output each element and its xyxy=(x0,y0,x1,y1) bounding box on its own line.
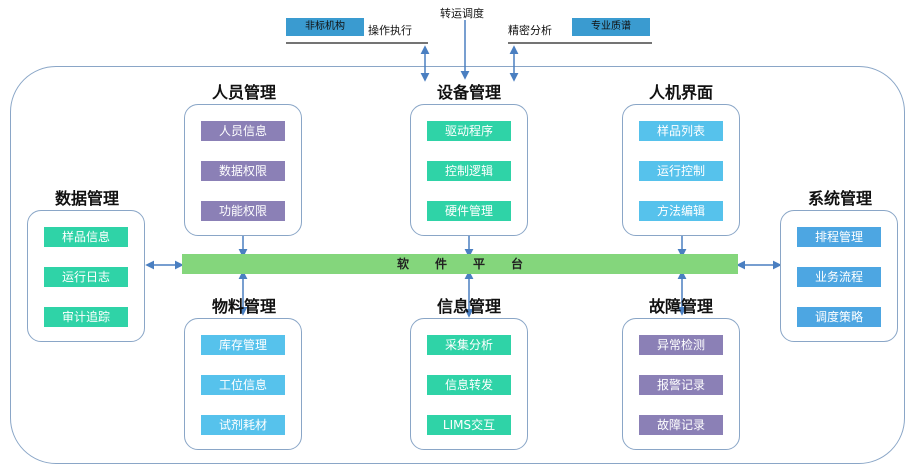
data-item: 审计追踪 xyxy=(44,307,128,327)
info-title: 信息管理 xyxy=(436,297,501,316)
info-module: 采集分析 信息转发 LIMS交互 xyxy=(410,318,528,450)
fault-item: 故障记录 xyxy=(639,415,723,435)
equipment-title: 设备管理 xyxy=(436,83,501,102)
nonstandard-mechanism-chip: 非标机构 xyxy=(286,18,364,36)
info-item: LIMS交互 xyxy=(427,415,511,435)
equipment-item: 驱动程序 xyxy=(427,121,511,141)
data-module: 样品信息 运行日志 审计追踪 xyxy=(27,210,145,342)
system-item: 调度策略 xyxy=(797,307,881,327)
hmi-module: 样品列表 运行控制 方法编辑 xyxy=(622,104,740,236)
data-item: 样品信息 xyxy=(44,227,128,247)
dispatch-label: 转运调度 xyxy=(440,7,484,20)
info-item: 信息转发 xyxy=(427,375,511,395)
system-item: 排程管理 xyxy=(797,227,881,247)
hmi-item: 运行控制 xyxy=(639,161,723,181)
data-item: 运行日志 xyxy=(44,267,128,287)
material-module: 库存管理 工位信息 试剂耗材 xyxy=(184,318,302,450)
operation-label: 操作执行 xyxy=(368,24,412,37)
system-item: 业务流程 xyxy=(797,267,881,287)
equipment-module: 驱动程序 控制逻辑 硬件管理 xyxy=(410,104,528,236)
personnel-title: 人员管理 xyxy=(211,83,276,102)
system-boundary xyxy=(10,66,905,464)
personnel-module: 人员信息 数据权限 功能权限 xyxy=(184,104,302,236)
precision-analysis-label: 精密分析 xyxy=(508,24,552,37)
equipment-item: 控制逻辑 xyxy=(427,161,511,181)
fault-title: 故障管理 xyxy=(648,297,713,316)
equipment-item: 硬件管理 xyxy=(427,201,511,221)
hmi-item: 样品列表 xyxy=(639,121,723,141)
system-title: 系统管理 xyxy=(807,189,872,208)
fault-item: 异常检测 xyxy=(639,335,723,355)
material-title: 物料管理 xyxy=(211,297,276,316)
system-module: 排程管理 业务流程 调度策略 xyxy=(780,210,898,342)
fault-item: 报警记录 xyxy=(639,375,723,395)
material-item: 库存管理 xyxy=(201,335,285,355)
personnel-item: 功能权限 xyxy=(201,201,285,221)
mass-spectrometry-chip: 专业质谱 xyxy=(572,18,650,36)
material-item: 试剂耗材 xyxy=(201,415,285,435)
personnel-item: 人员信息 xyxy=(201,121,285,141)
fault-module: 异常检测 报警记录 故障记录 xyxy=(622,318,740,450)
personnel-item: 数据权限 xyxy=(201,161,285,181)
info-item: 采集分析 xyxy=(427,335,511,355)
material-item: 工位信息 xyxy=(201,375,285,395)
hmi-title: 人机界面 xyxy=(648,83,713,102)
software-platform-bar: 软件平台 xyxy=(182,254,738,274)
data-title: 数据管理 xyxy=(54,189,119,208)
hmi-item: 方法编辑 xyxy=(639,201,723,221)
